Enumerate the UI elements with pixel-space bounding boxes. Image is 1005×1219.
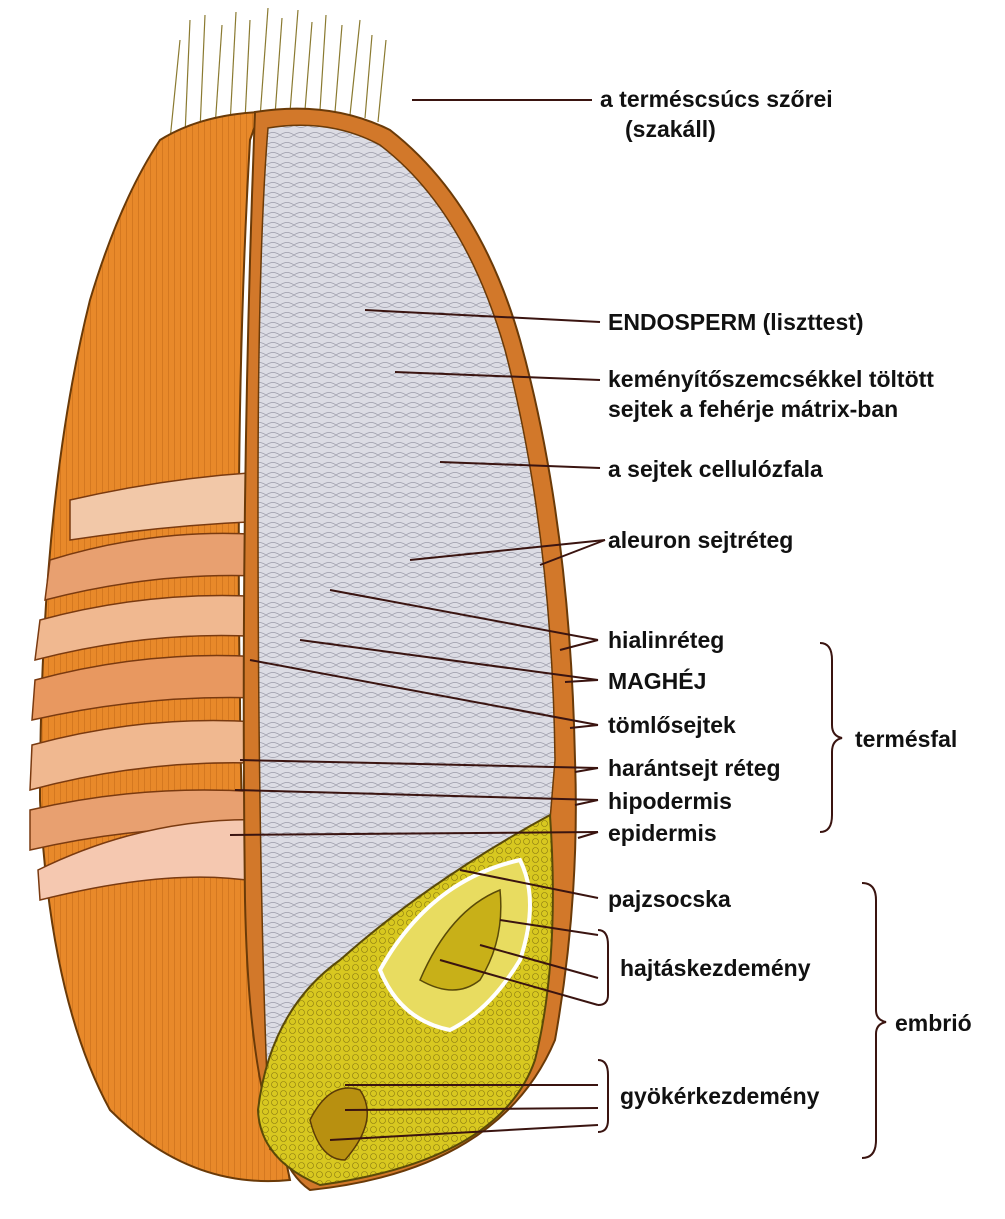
label-epidermis: epidermis [608, 820, 717, 846]
label-hypodermis: hipodermis [608, 788, 732, 814]
label-beard-note: (szakáll) [625, 116, 716, 142]
label-cross-cells: harántsejt réteg [608, 755, 781, 781]
label-scutellum: pajzsocska [608, 886, 731, 912]
label-beard-hairs: a terméscsúcs szőrei [600, 86, 833, 112]
label-shoot: hajtáskezdemény [620, 955, 810, 981]
label-cell-wall: a sejtek cellulózfala [608, 456, 823, 482]
embryo-brace [862, 883, 886, 1158]
label-aleurone: aleuron sejtréteg [608, 527, 793, 553]
pericarp-brace [820, 643, 842, 832]
label-hyaline: hialinréteg [608, 627, 724, 653]
label-embryo: embrió [895, 1010, 972, 1036]
label-pericarp: termésfal [855, 726, 957, 752]
shoot-brace [598, 930, 608, 1005]
label-tube-cells: tömlősejtek [608, 712, 736, 738]
label-starch-cells: keményítőszemcsékkel töltött [608, 366, 934, 392]
label-protein-matrix: sejtek a fehérje mátrix-ban [608, 396, 898, 422]
root-brace [598, 1060, 608, 1132]
label-endosperm: ENDOSPERM (liszttest) [608, 309, 864, 335]
label-root: gyökérkezdemény [620, 1083, 819, 1109]
label-seed-coat: MAGHÉJ [608, 668, 706, 694]
